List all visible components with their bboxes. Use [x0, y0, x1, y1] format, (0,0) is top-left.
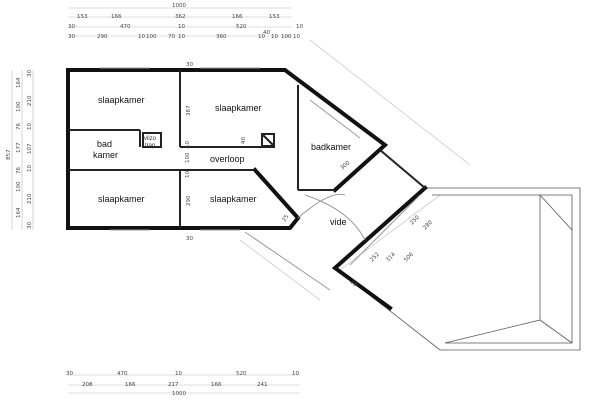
dimension-label: 107 — [27, 143, 33, 154]
dimension-label: 100 — [146, 34, 157, 40]
room-label-trap: trap — [145, 143, 156, 149]
dimension-label: 470 — [120, 24, 131, 30]
room-label-kamer: kamer — [93, 150, 118, 160]
dimension-label: 30 — [186, 236, 193, 242]
room-label-slaapkamer: slaapkamer — [210, 194, 257, 204]
dimension-label: 10 — [178, 24, 185, 30]
dimension-label: 30 — [186, 62, 193, 68]
room-label-slaapkamer: slaapkamer — [215, 103, 262, 113]
door-swing — [297, 193, 346, 219]
windows — [100, 67, 421, 291]
dimension-label: 520 — [236, 371, 247, 377]
dimension-label: 241 — [257, 382, 268, 388]
dimension-label: 387 — [186, 105, 192, 116]
dimension-label: 290 — [186, 195, 192, 206]
dimension-label: 1000 — [172, 391, 186, 397]
walls — [66, 68, 428, 311]
dimension-label: 40 — [241, 137, 247, 144]
top-dimensions: 1000 153 166 362 166 153 30 470 10 520 1… — [68, 3, 303, 40]
room-label-bad: bad — [97, 139, 112, 149]
dimension-label: 208 — [82, 382, 93, 388]
dimension-label: 10 — [138, 34, 145, 40]
dimension-label: 30 — [27, 70, 33, 77]
dimension-label: 153 — [269, 14, 280, 20]
dimension-label: 76 — [16, 167, 22, 174]
dimension-label: 506 — [403, 251, 415, 263]
interior-dimensions: 387 10 100 10 290 30 30 40 300 250 280 3… — [185, 62, 434, 289]
dimension-label: 10 — [293, 34, 300, 40]
dimension-label: 10 — [185, 141, 191, 148]
dimension-label: 362 — [175, 14, 186, 20]
dimension-label: 1000 — [172, 3, 186, 9]
dimension-label: 300 — [339, 160, 351, 172]
dimension-label: 10 — [178, 34, 185, 40]
dimension-lines — [11, 7, 471, 394]
dimension-label: 164 — [16, 77, 22, 88]
room-label-slaapkamer: slaapkamer — [98, 95, 145, 105]
room-label-vlizo: vlizo — [144, 136, 157, 142]
dimension-label: 70 — [168, 34, 175, 40]
room-label-badkamer: badkamer — [311, 142, 351, 152]
dimension-label: 10 — [271, 34, 278, 40]
dimension-label: 30 — [27, 222, 33, 229]
bottom-dimensions: 30 470 10 520 10 208 166 217 166 241 100… — [66, 371, 299, 397]
dimension-label: 217 — [168, 382, 179, 388]
dimension-label: 10 — [27, 123, 33, 130]
dimension-label: 252 — [369, 252, 381, 264]
dimension-label: 100 — [185, 152, 191, 163]
room-label-slaapkamer: slaapkamer — [98, 194, 145, 204]
dimension-label: 20 — [349, 279, 359, 289]
dimension-label: 76 — [16, 123, 22, 130]
dimension-label: 10 — [185, 171, 191, 178]
door-swing — [304, 194, 366, 241]
dimension-label: 10 — [27, 165, 33, 172]
dimension-label: 250 — [409, 214, 421, 226]
dimension-label: 166 — [211, 382, 222, 388]
left-dimensions: 857 164 100 76 177 76 100 164 30 210 10 … — [6, 70, 33, 229]
dimension-label: 10 — [175, 371, 182, 377]
dimension-label: 30 — [68, 24, 75, 30]
dimension-label: 164 — [16, 207, 22, 218]
dimension-label: 360 — [216, 34, 227, 40]
dimension-label: 520 — [236, 24, 247, 30]
room-label-vide: vide — [330, 217, 347, 227]
dimension-label: 40 — [263, 30, 270, 36]
dimension-label: 30 — [66, 371, 73, 377]
dimension-label: 100 — [281, 34, 292, 40]
dimension-label: 280 — [422, 219, 434, 231]
roof-outline — [334, 187, 581, 351]
dimension-label: 290 — [97, 34, 108, 40]
dimension-label: 25 — [282, 214, 291, 223]
room-label-overloop: overloop — [210, 154, 245, 164]
dimension-label: 166 — [125, 382, 136, 388]
dimension-label: 166 — [232, 14, 243, 20]
dimension-label: 100 — [16, 181, 22, 192]
dimension-label: 153 — [77, 14, 88, 20]
dimension-label: 100 — [16, 101, 22, 112]
dimension-label: 10 — [296, 24, 303, 30]
dimension-label: 857 — [6, 149, 12, 160]
dimension-label: 10 — [292, 371, 299, 377]
dimension-label: 166 — [111, 14, 122, 20]
dimension-label: 210 — [27, 95, 33, 106]
dimension-label: 210 — [27, 193, 33, 204]
dimension-label: 314 — [385, 251, 397, 263]
shaft-icon — [261, 133, 275, 147]
dimension-label: 30 — [68, 34, 75, 40]
dimension-label: 177 — [16, 142, 22, 153]
dimension-label: 470 — [117, 371, 128, 377]
dimension-label: 10 — [258, 34, 265, 40]
